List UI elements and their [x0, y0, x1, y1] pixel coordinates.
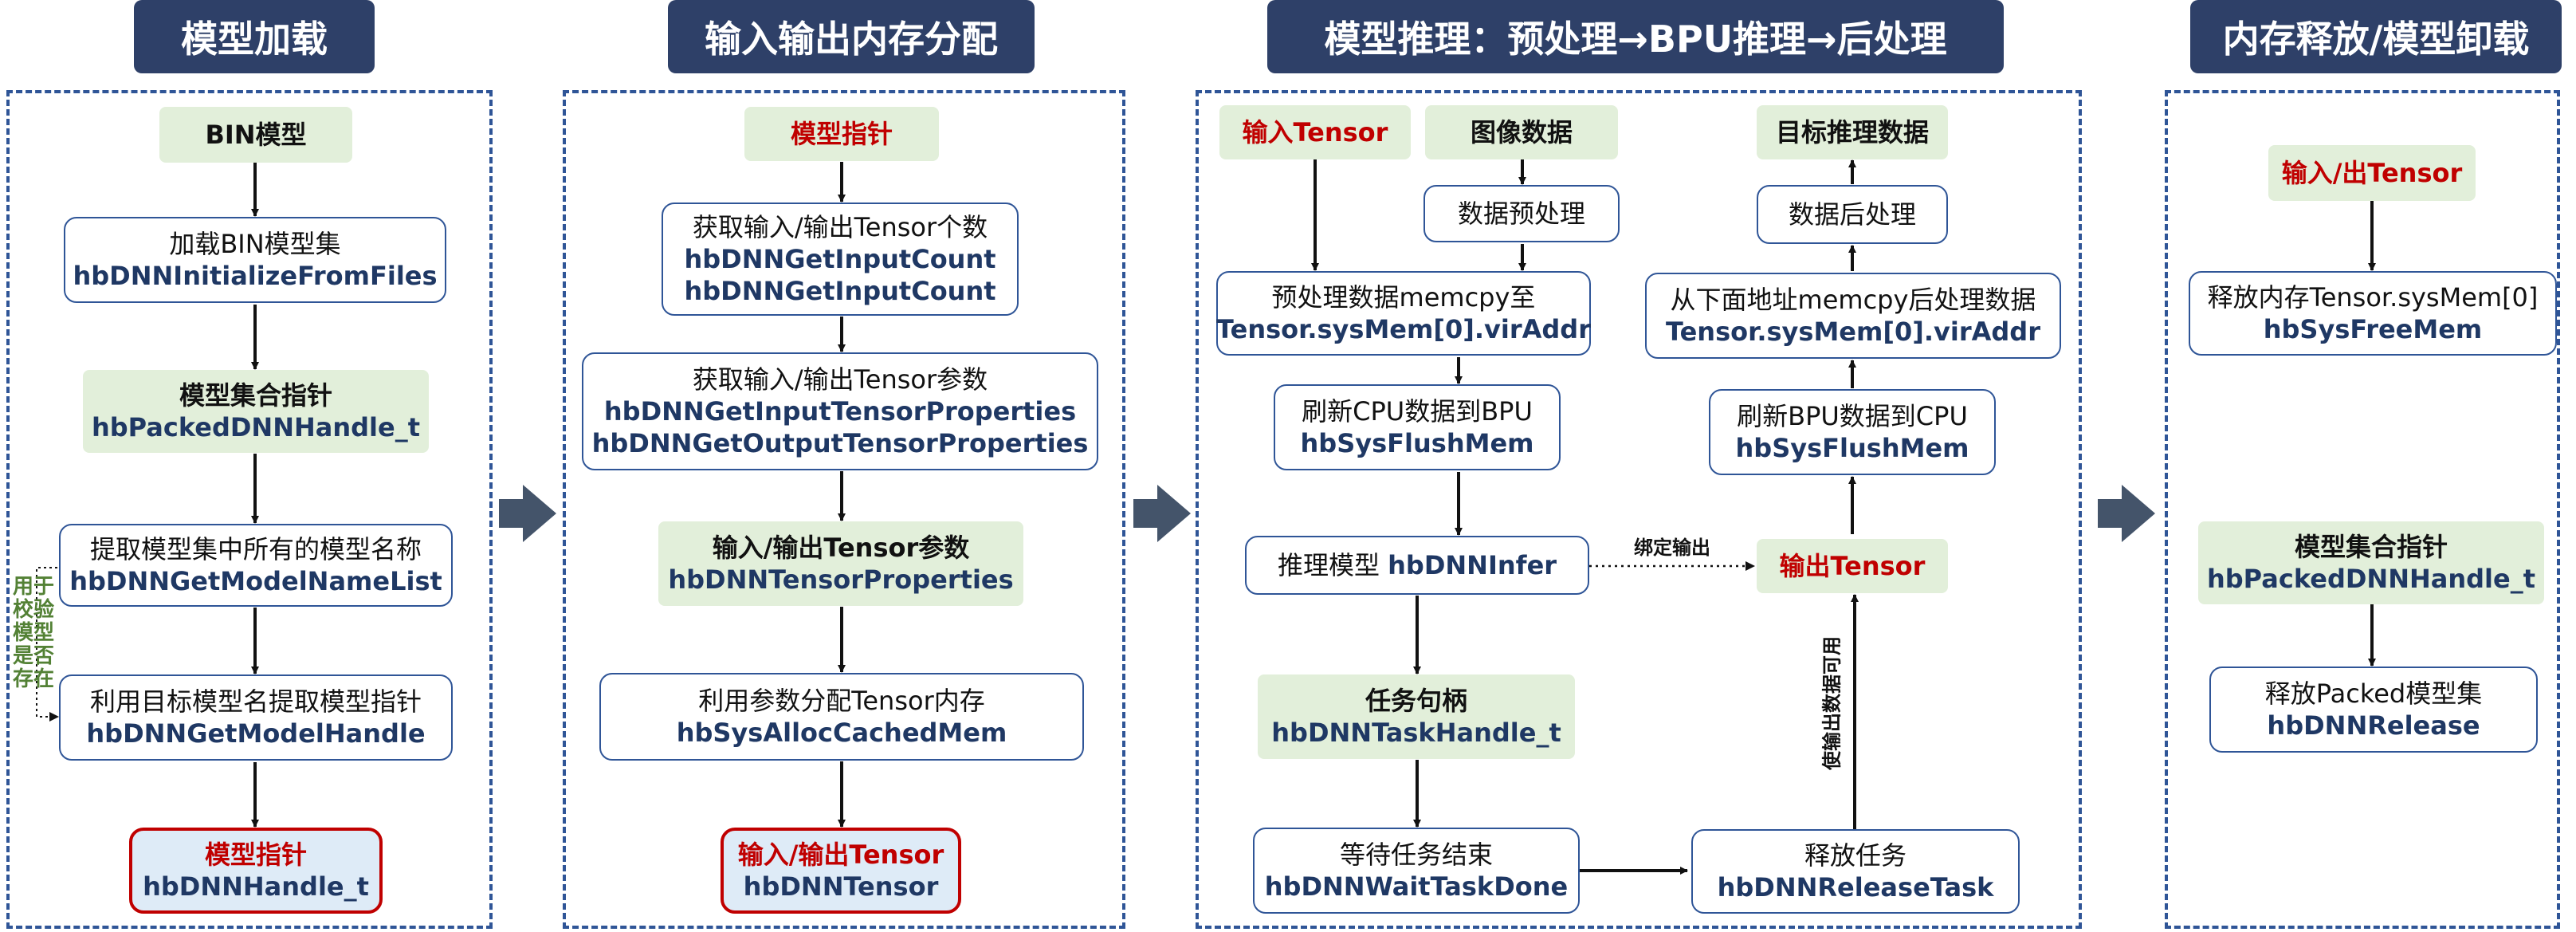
release-packed-text: 释放Packed模型集 — [2264, 678, 2483, 709]
tensor-count-text: 获取输入/输出Tensor个数 — [692, 212, 988, 242]
packed-handle-node: 模型集合指针 hbPackedDNNHandle_t — [83, 370, 429, 453]
model-handle-node: 模型指针 hbDNNHandle_t — [129, 828, 383, 914]
side-loop-bracket — [36, 567, 59, 722]
packed-handle-release-node: 模型集合指针 hbPackedDNNHandle_t — [2198, 521, 2544, 604]
tensor-count-api-2: hbDNNGetInputCount — [684, 276, 996, 306]
memcpy-input-api: Tensor.sysMem[0].virAddr — [1216, 314, 1591, 344]
infer-api: hbDNNInfer — [1388, 550, 1557, 580]
wait-task-api: hbDNNWaitTaskDone — [1264, 871, 1569, 902]
tensor-count-api-1: hbDNNGetInputCount — [684, 244, 996, 274]
release-packed-box: 释放Packed模型集 hbDNNRelease — [2209, 667, 2538, 753]
step-arrow-2 — [1133, 485, 1191, 542]
tensor-params-node: 输入/输出Tensor参数 hbDNNTensorProperties — [658, 521, 1023, 606]
get-model-handle-api: hbDNNGetModelHandle — [86, 718, 426, 749]
input-tensor-label: 输入Tensor — [1242, 117, 1388, 147]
get-model-handle-text: 利用目标模型名提取模型指针 — [89, 686, 422, 717]
bin-model-node: BIN模型 — [159, 107, 352, 163]
output-tensor-label: 输出Tensor — [1779, 551, 1926, 581]
image-data-node: 图像数据 — [1425, 105, 1618, 159]
model-pointer-node: 模型指针 — [744, 107, 939, 161]
flush-bpu-to-cpu-text: 刷新BPU数据到CPU — [1737, 401, 1968, 431]
load-models-box: 加载BIN模型集 hbDNNInitializeFromFiles — [64, 217, 446, 303]
flush-bpu-to-cpu-api: hbSysFlushMem — [1735, 433, 1969, 463]
io-tensor-release-label: 输入/出Tensor — [2281, 158, 2463, 188]
model-name-list-box: 提取模型集中所有的模型名称 hbDNNGetModelNameList — [59, 524, 453, 607]
header-inference: 模型推理：预处理→BPU推理→后处理 — [1267, 0, 2004, 73]
model-name-list-text: 提取模型集中所有的模型名称 — [89, 534, 422, 564]
free-memory-text: 释放内存Tensor.sysMem[0] — [2207, 282, 2539, 313]
model-handle-api: hbDNNHandle_t — [143, 871, 369, 902]
panel-model-load — [6, 90, 493, 929]
panel-release — [2165, 90, 2560, 929]
load-models-api: hbDNNInitializeFromFiles — [73, 261, 438, 291]
infer-box: 推理模型 hbDNNInfer — [1245, 536, 1589, 595]
memcpy-output-api: Tensor.sysMem[0].virAddr — [1666, 317, 2040, 347]
memcpy-input-text: 预处理数据memcpy至 — [1271, 282, 1536, 313]
model-pointer-label: 模型指针 — [790, 119, 893, 149]
tensor-props-api-1: hbDNNGetInputTensorProperties — [603, 396, 1077, 427]
alloc-memory-api: hbSysAllocCachedMem — [676, 718, 1007, 748]
image-data-label: 图像数据 — [1470, 117, 1573, 147]
task-handle-node: 任务句柄 hbDNNTaskHandle_t — [1258, 674, 1575, 759]
tensor-props-box: 获取输入/输出Tensor参数 hbDNNGetInputTensorPrope… — [582, 352, 1098, 470]
step-arrow-1 — [499, 485, 556, 542]
release-packed-api: hbDNNRelease — [2267, 710, 2480, 741]
packed-handle-release-text: 模型集合指针 — [2294, 532, 2448, 562]
flush-cpu-to-bpu-api: hbSysFlushMem — [1300, 428, 1534, 458]
step-arrow-3 — [2098, 485, 2155, 542]
release-task-box: 释放任务 hbDNNReleaseTask — [1691, 829, 2020, 914]
task-handle-text: 任务句柄 — [1365, 686, 1467, 716]
panel-inference — [1196, 90, 2082, 929]
make-output-valid-label: 使输出数据可用 — [1820, 636, 1844, 770]
side-note-validate: 用于校验模型是否存在 — [12, 575, 54, 692]
free-memory-api: hbSysFreeMem — [2263, 314, 2483, 344]
wait-task-text: 等待任务结束 — [1339, 840, 1493, 870]
header-io-memory: 输入输出内存分配 — [668, 0, 1035, 73]
flush-cpu-to-bpu-box: 刷新CPU数据到BPU hbSysFlushMem — [1274, 384, 1561, 470]
model-handle-text: 模型指针 — [204, 840, 307, 870]
packed-handle-api: hbPackedDNNHandle_t — [91, 412, 421, 442]
load-models-text: 加载BIN模型集 — [169, 229, 341, 259]
tensor-props-api-2: hbDNNGetOutputTensorProperties — [591, 428, 1089, 458]
packed-handle-release-api: hbPackedDNNHandle_t — [2206, 564, 2536, 594]
packed-handle-text: 模型集合指针 — [179, 380, 332, 411]
panel-io-memory — [563, 90, 1125, 929]
tensor-params-api: hbDNNTensorProperties — [668, 564, 1014, 595]
io-tensor-api: hbDNNTensor — [743, 871, 939, 902]
bind-output-label: 绑定输出 — [1634, 537, 1710, 559]
alloc-memory-text: 利用参数分配Tensor内存 — [698, 686, 985, 716]
release-task-text: 释放任务 — [1804, 840, 1906, 871]
memcpy-output-text: 从下面地址memcpy后处理数据 — [1670, 285, 2036, 315]
input-tensor-node: 输入Tensor — [1219, 105, 1411, 159]
tensor-props-text: 获取输入/输出Tensor参数 — [692, 364, 988, 395]
preprocess-box: 数据预处理 — [1423, 185, 1620, 242]
memcpy-output-box: 从下面地址memcpy后处理数据 Tensor.sysMem[0].virAdd… — [1645, 273, 2061, 359]
get-model-handle-box: 利用目标模型名提取模型指针 hbDNNGetModelHandle — [59, 674, 453, 761]
header-release: 内存释放/模型卸载 — [2190, 0, 2562, 73]
target-data-node: 目标推理数据 — [1757, 105, 1948, 159]
output-tensor-node: 输出Tensor — [1757, 539, 1948, 593]
target-data-label: 目标推理数据 — [1775, 117, 1929, 147]
tensor-params-text: 输入/输出Tensor参数 — [712, 533, 970, 563]
postprocess-box: 数据后处理 — [1757, 185, 1948, 244]
task-handle-api: hbDNNTaskHandle_t — [1271, 718, 1561, 748]
io-tensor-text: 输入/输出Tensor — [737, 840, 944, 870]
preprocess-label: 数据预处理 — [1457, 199, 1585, 229]
model-name-list-api: hbDNNGetModelNameList — [69, 566, 442, 596]
flush-bpu-to-cpu-box: 刷新BPU数据到CPU hbSysFlushMem — [1709, 389, 1996, 475]
tensor-count-box: 获取输入/输出Tensor个数 hbDNNGetInputCount hbDNN… — [662, 203, 1019, 316]
flush-cpu-to-bpu-text: 刷新CPU数据到BPU — [1302, 396, 1533, 427]
postprocess-label: 数据后处理 — [1788, 199, 1916, 230]
header-model-load: 模型加载 — [134, 0, 375, 73]
free-memory-box: 释放内存Tensor.sysMem[0] hbSysFreeMem — [2189, 271, 2557, 356]
memcpy-input-box: 预处理数据memcpy至 Tensor.sysMem[0].virAddr — [1216, 271, 1591, 356]
io-tensor-node: 输入/输出Tensor hbDNNTensor — [721, 828, 961, 914]
alloc-memory-box: 利用参数分配Tensor内存 hbSysAllocCachedMem — [599, 673, 1084, 761]
io-tensor-release-node: 输入/出Tensor — [2268, 145, 2476, 201]
wait-task-box: 等待任务结束 hbDNNWaitTaskDone — [1253, 828, 1580, 914]
bin-model-label: BIN模型 — [205, 120, 307, 150]
infer-text: 推理模型 — [1277, 550, 1388, 580]
release-task-api: hbDNNReleaseTask — [1717, 872, 1994, 903]
